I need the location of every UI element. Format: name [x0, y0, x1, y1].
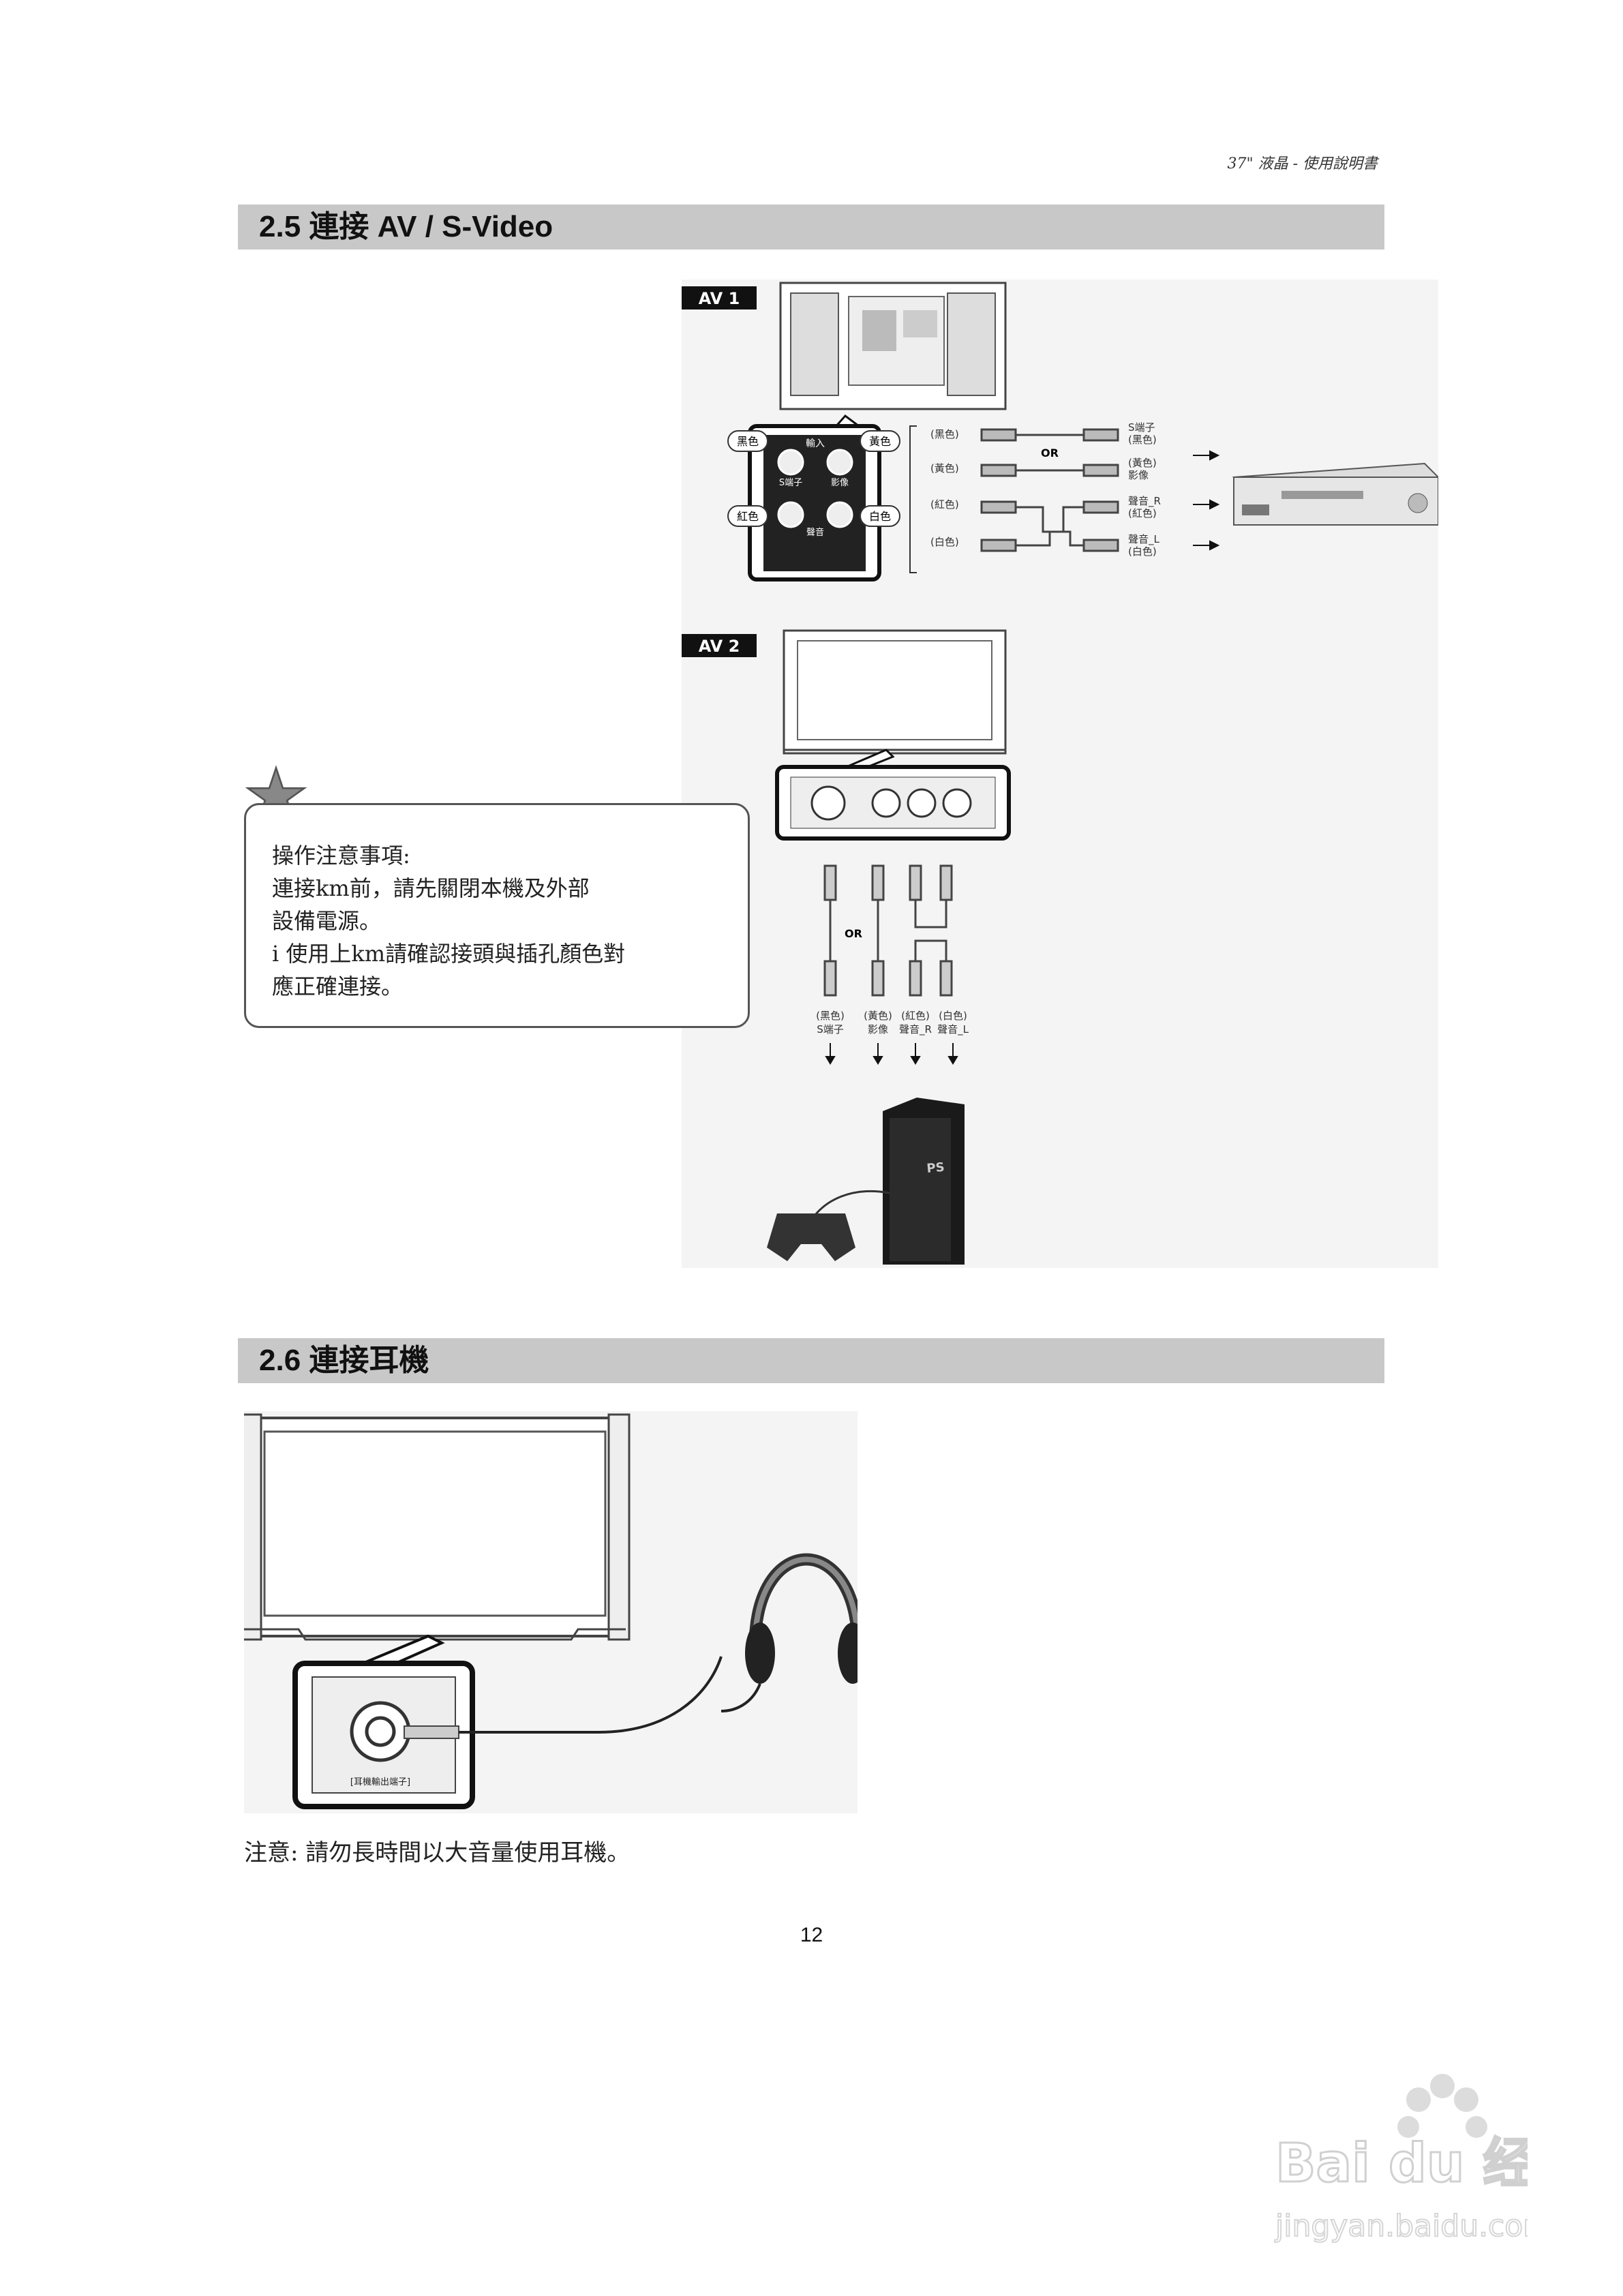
baidu-watermark-logo: Bai du 经验 jingyan.baidu.com	[1274, 2074, 1528, 2244]
s-video-jack	[777, 449, 804, 476]
svg-text:聲音_R: 聲音_R	[1128, 495, 1161, 508]
av1-cables	[980, 428, 1119, 552]
svg-text:OR: OR	[845, 927, 862, 940]
svg-text:(紅色): (紅色)	[901, 1010, 930, 1022]
svg-text:(白色): (白色)	[930, 536, 959, 548]
svg-text:(黃色): (黃色)	[930, 462, 959, 474]
svg-text:紅色: 紅色	[737, 510, 759, 523]
svg-text:黑色: 黑色	[737, 435, 759, 448]
svg-text:影像: 影像	[1128, 469, 1149, 481]
headphone-caption: 注意: 請勿長時間以大音量使用耳機。	[244, 1839, 631, 1867]
svg-text:[耳機輸出端子]: [耳機輸出端子]	[350, 1777, 410, 1787]
svg-text:聲音_R: 聲音_R	[899, 1023, 932, 1036]
headphone-diagram: [耳機輸出端子]	[239, 1413, 868, 1809]
av1-label: AV 1	[699, 289, 740, 308]
svg-text:影像: 影像	[831, 478, 849, 488]
svg-text:S端子: S端子	[817, 1023, 844, 1036]
svg-text:(黃色): (黃色)	[1128, 457, 1157, 469]
tip-line-1: 操作注意事項:	[272, 843, 410, 868]
section-bar-headphone	[238, 1338, 1384, 1383]
video-jack	[826, 449, 853, 476]
svg-text:聲音: 聲音	[806, 527, 824, 538]
tv-front-view	[783, 629, 1007, 755]
headphone-figure: [耳機輸出端子]	[239, 1411, 868, 1813]
tip-line-3: 設備電源。	[272, 908, 382, 934]
svg-text:Bai du 经验: Bai du 经验	[1275, 2133, 1528, 2194]
tip-line-4: i 使用上km請確認接頭與插孔顏色對	[272, 941, 626, 967]
svg-text:聲音_L: 聲音_L	[1128, 533, 1160, 546]
svg-text:聲音_L: 聲音_L	[937, 1023, 969, 1036]
section-title-headphone: 2.6 連接耳機	[259, 1344, 429, 1377]
svg-text:S端子: S端子	[1128, 421, 1155, 434]
av-connection-figure: AV 1 輸入 S端子 影像 聲音 黑色 黃色 紅色 白色	[682, 280, 1440, 1268]
svg-text:(白色): (白色)	[1128, 545, 1157, 558]
svg-text:輸入: 輸入	[806, 438, 825, 449]
svg-text:PS: PS	[926, 1160, 945, 1176]
section-bar-av	[238, 205, 1384, 250]
svg-text:(白色): (白色)	[939, 1010, 967, 1022]
svg-text:影像: 影像	[868, 1023, 888, 1036]
headphone-plug	[404, 1725, 459, 1739]
svg-text:白色: 白色	[869, 510, 891, 523]
svg-text:(黑色): (黑色)	[816, 1010, 845, 1022]
svg-text:(黑色): (黑色)	[1128, 434, 1157, 446]
game-console: PS	[767, 1098, 965, 1265]
headphones-icon	[721, 1553, 868, 1712]
av2-label: AV 2	[699, 637, 740, 656]
svg-text:黃色: 黃色	[869, 435, 891, 448]
svg-text:(紅色): (紅色)	[1128, 507, 1157, 519]
svg-text:OR: OR	[1041, 447, 1059, 459]
tv-front-large	[239, 1413, 631, 1641]
vcr-device	[1232, 462, 1440, 526]
audio-l-jack	[826, 501, 853, 528]
svg-text:jingyan.baidu.com: jingyan.baidu.com	[1275, 2209, 1528, 2244]
svg-text:(紅色): (紅色)	[930, 498, 959, 511]
page-number: 12	[800, 1924, 823, 1946]
audio-r-jack	[777, 501, 804, 528]
tip-line-5: 應正確連接。	[272, 973, 404, 999]
av1-label-box	[682, 286, 757, 309]
svg-text:S端子: S端子	[779, 478, 802, 488]
tip-box: 操作注意事項: 連接km前，請先關閉本機及外部 設備電源。 i 使用上km請確認…	[244, 803, 750, 1028]
tip-line-2: 連接km前，請先關閉本機及外部	[272, 875, 590, 901]
page-header: 37" 液晶 - 使用說明書	[1227, 155, 1378, 172]
av2-cables	[823, 864, 953, 997]
av-connection-diagram: AV 1 輸入 S端子 影像 聲音 黑色 黃色 紅色 白色	[682, 282, 1440, 1265]
svg-text:(黑色): (黑色)	[930, 428, 959, 440]
section-title-av: 2.5 連接 AV / S-Video	[259, 210, 553, 243]
svg-text:(黃色): (黃色)	[864, 1010, 892, 1022]
tv-rear-view	[779, 282, 1007, 410]
